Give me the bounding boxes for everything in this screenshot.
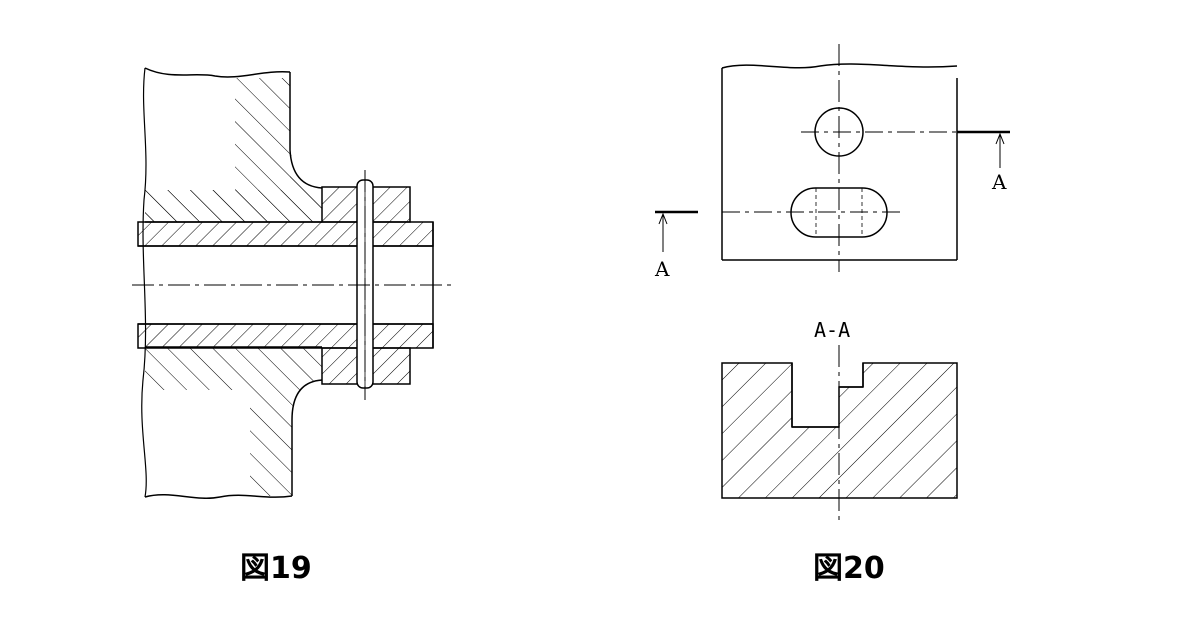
break-line-bottom [144,494,293,499]
pipe-wall-lower [137,323,434,349]
break-line-left [141,67,147,498]
wall-hatch-upper2 [145,78,322,222]
pipe-wall-upper [137,221,434,247]
section-mark-right: A [992,170,1007,194]
section-mark-left: A [655,257,670,281]
wall-edge-lower [291,379,323,496]
section-title: A-A [814,318,851,342]
figure-20-caption: 図20 [813,551,885,586]
figure-19-drawing [132,67,452,499]
figure-20-plan-view [655,44,1010,272]
figure-19-caption: 図19 [240,551,312,586]
figure-20-section-view [721,345,958,523]
break-line-top [144,67,291,78]
wall-hatch-lower [145,347,322,496]
plan-break-line [721,63,958,69]
